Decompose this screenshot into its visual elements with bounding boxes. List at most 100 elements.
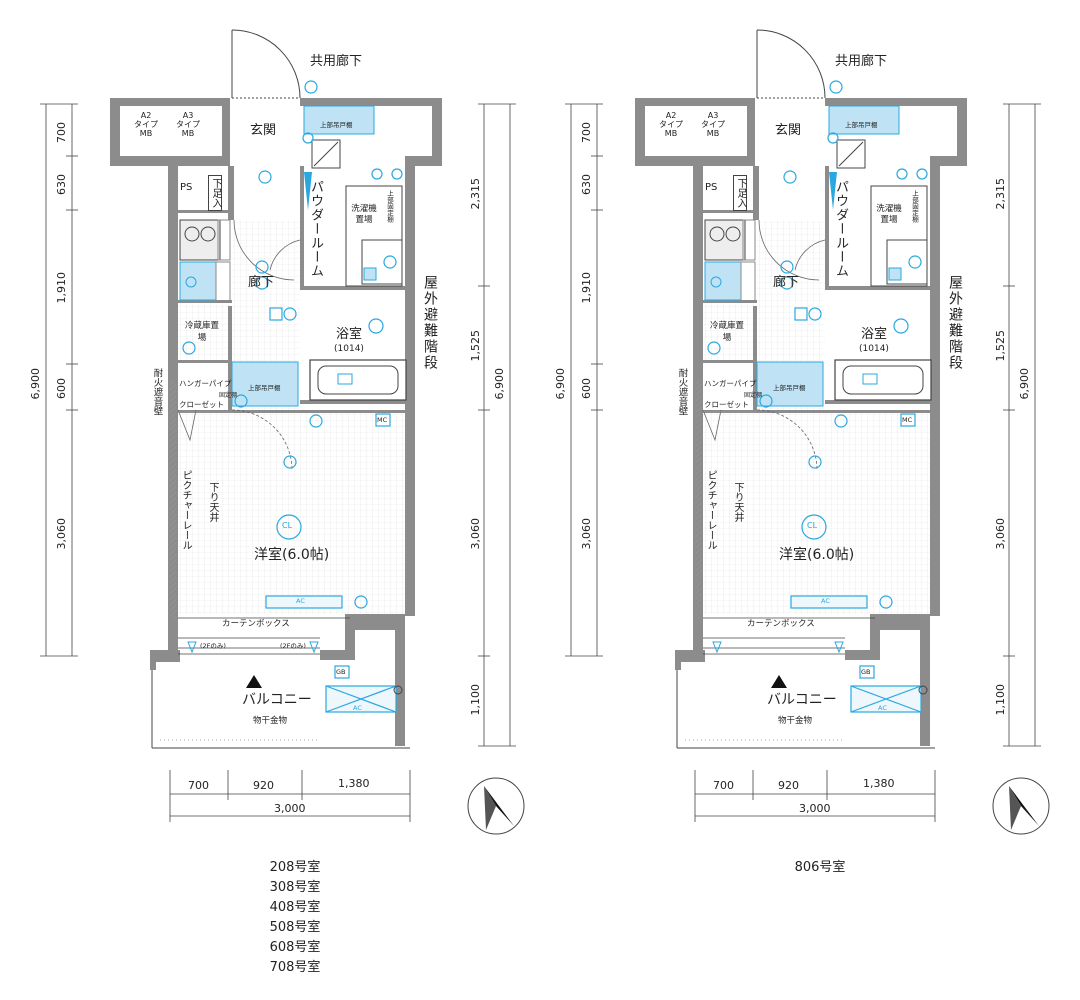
picture-rail-label: ピクチャーレール [705,470,716,550]
dim-bottom-1: 920 [778,779,799,792]
lowered-ceiling-label: 下り天井 [732,482,743,522]
hanger-pipe-label: ハンガーパイプ [704,379,757,388]
right-dimension-lines [478,103,516,747]
western-room-floor [178,410,406,614]
unit-number: 508号室 [269,920,321,935]
entrance-label: 玄関 [775,123,802,138]
fire-wall-label: 耐火遮音壁 [676,368,688,416]
dim-left-4: 3,060 [55,518,68,550]
room-ac-label: AC [821,597,830,605]
closet-label: クローゼット [179,400,224,409]
fridge-label: 冷蔵庫置場 [184,321,219,343]
curtain-box-label: カーテンボックス [747,619,815,629]
ps-label: PS [705,182,718,193]
upper-cabinet-label: 上部吊戸棚 [773,384,806,392]
dim-right-1: 1,525 [469,330,482,362]
fixed-shelf-label: 固定棚 [219,392,238,399]
dim-left-4: 3,060 [580,518,593,550]
bottom-dimension-lines [169,770,411,822]
mc-label: MC [902,416,913,424]
powder-upper-cabinet-label: 上部吊戸棚 [845,121,878,129]
entrance-label: 玄関 [250,123,277,138]
fire-wall-label: 耐火遮音壁 [151,368,163,416]
laundry-hardware-label: 物干金物 [253,716,288,726]
powder-fixtures [827,105,928,287]
common-corridor-label: 共用廊下 [835,54,888,69]
bathtub [834,318,932,401]
balcony-area [676,617,935,749]
dim-right-2: 3,060 [469,518,482,550]
mb-a3-label: A3 タイプ MB [176,111,200,138]
dim-left-1: 630 [580,174,593,195]
dim-left-3: 600 [55,378,68,399]
dim-left-total: 6,900 [554,368,567,400]
upper-fixed-shelf-label: 上部固定棚 [910,190,919,223]
dim-left-3: 600 [580,378,593,399]
common-corridor-label: 共用廊下 [310,54,363,69]
walls [110,98,442,746]
dim-right-3: 1,100 [994,684,1007,716]
laundry-hardware-label: 物干金物 [778,716,813,726]
balcony-ac-label: AC [353,704,362,712]
dim-right-total: 6,900 [1018,368,1031,400]
room-ac-label: AC [296,597,305,605]
hallway-label: 廊下 [248,275,275,290]
unit-number: 308号室 [269,880,321,895]
left-dimension-lines [40,103,78,657]
fridge-label: 冷蔵庫置場 [709,321,744,343]
dim-left-0: 700 [580,122,593,143]
lowered-ceiling-label: 下り天井 [207,482,218,522]
dim-bottom-total: 3,000 [274,802,306,815]
closet-upper-cabinet [231,361,299,407]
electrical-markers [182,80,397,713]
hallway-label: 廊下 [773,275,800,290]
powder-room-label: パウダールーム [833,180,848,278]
dim-left-0: 700 [55,122,68,143]
dim-right-1: 1,525 [994,330,1007,362]
closet-upper-cabinet [756,361,824,407]
washer-label: 洗濯機置場 [351,204,377,225]
powder-fixtures [302,105,403,287]
floor-plan-left: 共用廊下 玄関 A2 タイプ MB A3 タイプ MB PS 下足入 パウダール… [29,29,525,978]
kitchen [704,219,756,303]
door-swings [702,219,826,471]
gb-label: GB [861,668,871,676]
dim-bottom-0: 700 [188,779,209,792]
dim-right-3: 1,100 [469,684,482,716]
unit-number: 608号室 [269,940,321,955]
door-swings [177,219,301,471]
shoe-box-label: 下足入 [208,175,222,211]
bottom-dimension-lines [694,770,936,822]
unit-number-list: 806号室 [755,858,885,878]
left-dimension-lines [565,103,603,657]
dim-right-0: 2,315 [469,178,482,210]
dim-bottom-2: 1,380 [863,777,895,790]
dim-left-1: 630 [55,174,68,195]
gb-label: GB [336,668,346,676]
dim-bottom-0: 700 [713,779,734,792]
balcony-area [151,617,410,749]
bathroom-label: 浴室 [861,327,888,342]
fire-wall-hatch [695,380,701,620]
entrance-door [231,29,301,99]
unit-number: 806号室 [794,860,846,875]
right-dimension-lines [1003,103,1041,747]
cl-label: CL [807,521,818,530]
second-floor-only-2: (2Fのみ) [280,642,306,650]
western-room-label: 洋室(6.0帖) [254,547,330,563]
upper-cabinet-label: 上部吊戸棚 [248,384,281,392]
unit-number: 708号室 [269,960,321,975]
picture-rail-label: ピクチャーレール [180,470,191,550]
electrical-markers [707,80,922,713]
western-room-floor [703,410,931,614]
bathroom-label: 浴室 [336,327,363,342]
hanger-pipe-label: ハンガーパイプ [179,379,232,388]
upper-fixed-shelf-label: 上部固定棚 [385,190,394,223]
outdoor-stairs-label: 屋外避難階段 [947,275,963,371]
bath-size-label: (1014) [334,344,364,354]
dim-left-total: 6,900 [29,368,42,400]
plan-drawing [565,29,1050,835]
dim-left-2: 1,910 [55,272,68,304]
fridge-floor [703,300,757,360]
